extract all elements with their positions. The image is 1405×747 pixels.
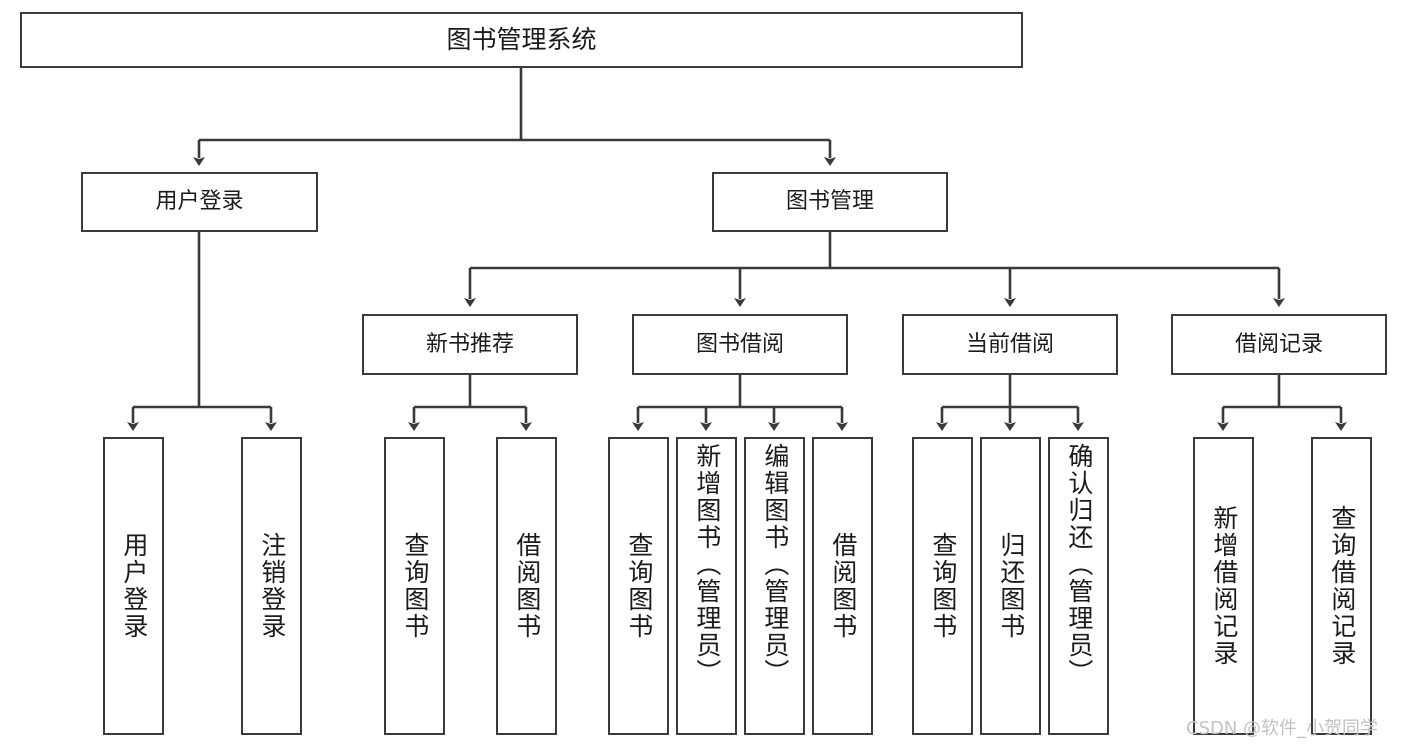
node-user-login-label: 用户登录 <box>155 189 244 215</box>
node-leaf-query-book-3-label: 查询图书 <box>928 532 958 640</box>
node-leaf-return-book-label: 归还图书 <box>996 532 1026 640</box>
node-root[interactable]: 图书管理系统 <box>20 12 1023 68</box>
node-leaf-logout-login[interactable]: 注销登录 <box>241 437 302 735</box>
node-leaf-query-record[interactable]: 查询借阅记录 <box>1311 437 1372 735</box>
node-leaf-query-book-2[interactable]: 查询图书 <box>608 437 669 735</box>
node-leaf-query-book-1[interactable]: 查询图书 <box>384 437 445 735</box>
node-leaf-add-book-label: 新增图书（管理员） <box>692 443 722 686</box>
node-leaf-confirm-return-label: 确认归还（管理员） <box>1064 443 1094 686</box>
node-leaf-query-record-label: 查询借阅记录 <box>1327 505 1357 667</box>
node-leaf-borrow-book-2-label: 借阅图书 <box>828 532 858 640</box>
node-book-borrow[interactable]: 图书借阅 <box>632 314 848 375</box>
node-current-borrow[interactable]: 当前借阅 <box>902 314 1118 375</box>
node-leaf-confirm-return[interactable]: 确认归还（管理员） <box>1048 437 1109 735</box>
node-leaf-logout-login-label: 注销登录 <box>257 532 287 640</box>
node-user-login[interactable]: 用户登录 <box>81 172 318 232</box>
node-leaf-query-book-2-label: 查询图书 <box>624 532 654 640</box>
node-leaf-edit-book-label: 编辑图书（管理员） <box>760 443 790 686</box>
node-leaf-user-login-label: 用户登录 <box>119 532 149 640</box>
node-new-book-recommend[interactable]: 新书推荐 <box>362 314 578 375</box>
node-leaf-add-book[interactable]: 新增图书（管理员） <box>676 437 737 735</box>
watermark: CSDN @软件_小贺同学 <box>1186 718 1379 739</box>
node-root-label: 图书管理系统 <box>446 24 597 54</box>
node-leaf-borrow-book-1[interactable]: 借阅图书 <box>496 437 557 735</box>
node-borrow-record[interactable]: 借阅记录 <box>1171 314 1387 375</box>
node-leaf-user-login[interactable]: 用户登录 <box>103 437 164 735</box>
node-leaf-borrow-book-1-label: 借阅图书 <box>512 532 542 640</box>
node-leaf-add-record[interactable]: 新增借阅记录 <box>1193 437 1254 735</box>
node-leaf-borrow-book-2[interactable]: 借阅图书 <box>812 437 873 735</box>
node-new-book-recommend-label: 新书推荐 <box>425 331 514 357</box>
node-leaf-edit-book[interactable]: 编辑图书（管理员） <box>744 437 805 735</box>
node-current-borrow-label: 当前借阅 <box>965 331 1054 357</box>
node-leaf-query-book-3[interactable]: 查询图书 <box>912 437 973 735</box>
node-book-management[interactable]: 图书管理 <box>712 172 948 232</box>
node-leaf-return-book[interactable]: 归还图书 <box>980 437 1041 735</box>
node-book-borrow-label: 图书借阅 <box>695 331 784 357</box>
node-leaf-query-book-1-label: 查询图书 <box>400 532 430 640</box>
node-borrow-record-label: 借阅记录 <box>1234 331 1323 357</box>
node-book-management-label: 图书管理 <box>785 189 874 215</box>
node-leaf-add-record-label: 新增借阅记录 <box>1209 505 1239 667</box>
